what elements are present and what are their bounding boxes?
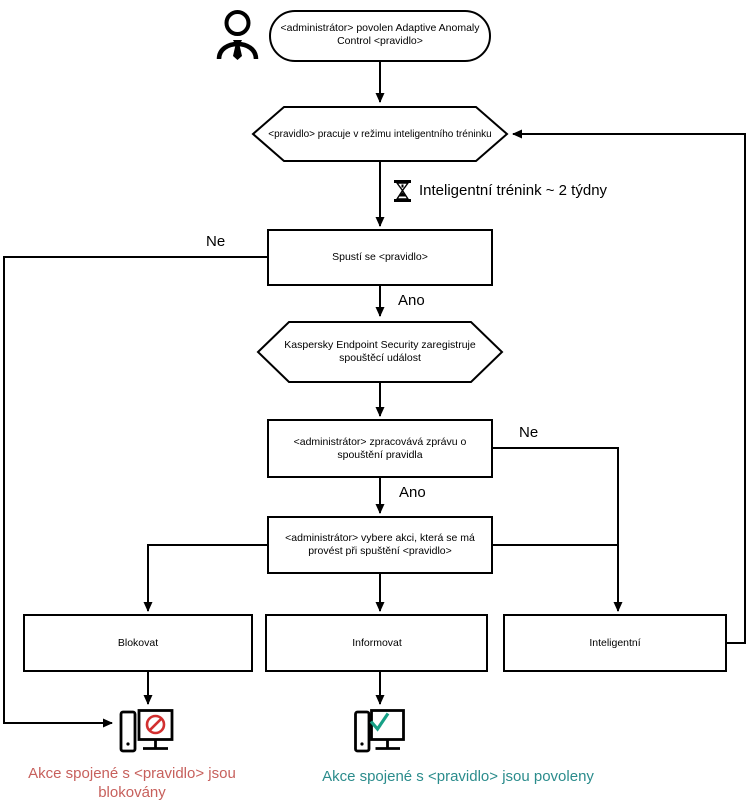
inform-box-shape [265,614,488,672]
admin-report-label: <administrátor> zpracovává zprávu o spou… [293,435,467,461]
smart-box-shape [503,614,727,672]
edge-label-yes-second: Ano [399,484,426,501]
edge-label-yes-first: Ano [398,292,425,309]
training-node-label: <pravidlo> pracuje v režimu inteligentní… [268,128,492,140]
computer-blocked-icon [119,709,174,753]
start-node-label: <administrátor> povolen Adaptive Anomaly… [280,22,480,47]
check-icon [369,712,390,732]
allowed-result-text: Akce spojené s <pravidlo> jsou povoleny [322,768,594,785]
edge-no-to-blocked-result [3,256,268,728]
admin-report-box-shape [267,419,493,478]
kes-register-hexagon-shape [256,321,504,383]
user-icon [216,10,259,60]
training-hexagon-shape [251,106,509,162]
training-duration-note: Inteligentní trénink ~ 2 týdny [419,182,608,199]
edge-smart-feedback-loop [512,129,746,644]
edge-no-to-smart [492,447,623,612]
rule-trigger-label: Spustí se <pravidlo> [332,251,428,263]
computer-allowed-icon [354,709,405,753]
inform-label: Informovat [352,636,402,649]
block-label: Blokovat [117,636,159,649]
edge-label-no-right: Ne [519,424,539,441]
hourglass-icon [394,180,411,202]
block-box-shape [23,614,253,672]
blocked-result-text: Akce spojené s <pravidlo> jsou blokovány [28,765,236,801]
admin-action-box-shape [267,516,493,574]
smart-label: Inteligentní [589,636,641,649]
start-stadium-shape [269,10,491,62]
kes-register-label: Kaspersky Endpoint Security zaregistruje… [284,339,476,364]
edge-action-to-block [143,544,268,612]
admin-action-label: <administrátor> vybere akci, která se má… [285,532,475,557]
edge-label-no-left: Ne [206,233,226,250]
rule-trigger-box-shape [267,229,493,286]
prohibition-icon [145,714,166,735]
